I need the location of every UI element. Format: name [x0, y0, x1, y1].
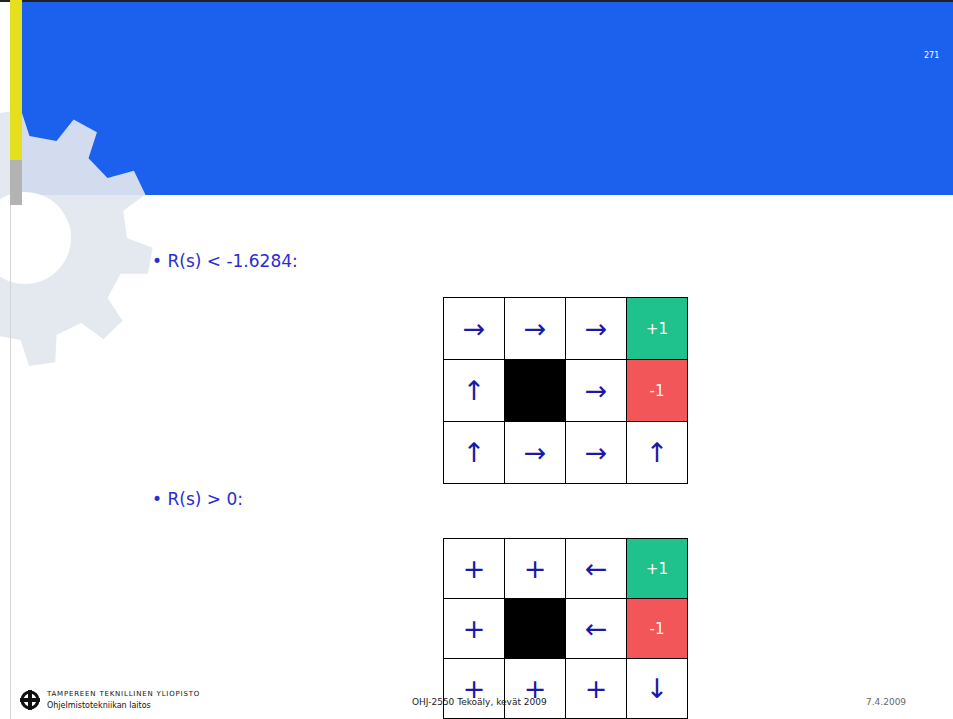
policy-arrow: +	[524, 553, 547, 584]
grid-cell: →	[565, 297, 627, 360]
grid-cell: +	[443, 538, 505, 599]
policy-arrow: +	[463, 613, 486, 644]
policy-arrow: +	[585, 673, 608, 704]
policy-arrow: →	[524, 313, 547, 344]
grid-cell: ↓	[626, 658, 688, 719]
grid-cell: →	[504, 297, 566, 360]
policy-arrow: →	[585, 375, 608, 406]
grid-cell: +	[504, 538, 566, 599]
policy-arrow: ↓	[646, 673, 669, 704]
grid-cell: →	[565, 359, 627, 422]
grid-cell: +	[504, 658, 566, 719]
grid-cell: ↑	[443, 421, 505, 484]
grid-cell: +	[443, 598, 505, 659]
policy-arrow: ←	[585, 553, 608, 584]
policy-arrow: →	[463, 313, 486, 344]
bullet-text: • R(s) > 0:	[152, 489, 243, 509]
terminal-cell: +1	[626, 538, 688, 599]
bullet-text: • R(s) < -1.6284:	[152, 251, 298, 271]
slide-number: 271	[924, 51, 939, 60]
gear-watermark	[0, 110, 153, 366]
department-name: Ohjelmistotekniikan laitos	[47, 701, 151, 710]
left-rule	[10, 205, 11, 719]
grid-cell: ↑	[443, 359, 505, 422]
reward-value: -1	[650, 620, 665, 638]
policy-arrow: ↑	[646, 437, 669, 468]
reward-value: +1	[646, 320, 668, 338]
policy-arrow: →	[585, 437, 608, 468]
terminal-cell: +1	[626, 297, 688, 360]
reward-value: -1	[650, 382, 665, 400]
reward-value: +1	[646, 560, 668, 578]
grid-cell: →	[565, 421, 627, 484]
policy-arrow: →	[585, 313, 608, 344]
policy-arrow: ↑	[463, 375, 486, 406]
grid-cell: +	[565, 658, 627, 719]
grid-cell: →	[504, 421, 566, 484]
wall-cell	[504, 598, 565, 658]
policy-arrow: ↑	[463, 437, 486, 468]
grid-cell: ←	[565, 598, 627, 659]
policy-arrow: →	[524, 437, 547, 468]
terminal-cell: -1	[626, 359, 688, 422]
grid-cell: →	[443, 297, 505, 360]
policy-arrow: +	[463, 553, 486, 584]
university-name: TAMPEREEN TEKNILLINEN YLIOPISTO	[47, 690, 200, 698]
wall-cell	[504, 359, 565, 421]
grid-cell: ↑	[626, 421, 688, 484]
date-footer: 7.4.2009	[866, 697, 906, 707]
university-logo	[20, 690, 40, 710]
course-footer: OHJ-2550 Tekoäly, kevät 2009	[412, 697, 547, 707]
top-border	[0, 0, 953, 2]
grid-cell: +	[443, 658, 505, 719]
grid-cell: ←	[565, 538, 627, 599]
header-band	[22, 0, 953, 195]
yellow-bar	[10, 0, 22, 160]
policy-arrow: ←	[585, 613, 608, 644]
grey-bar	[10, 160, 22, 205]
terminal-cell: -1	[626, 598, 688, 659]
